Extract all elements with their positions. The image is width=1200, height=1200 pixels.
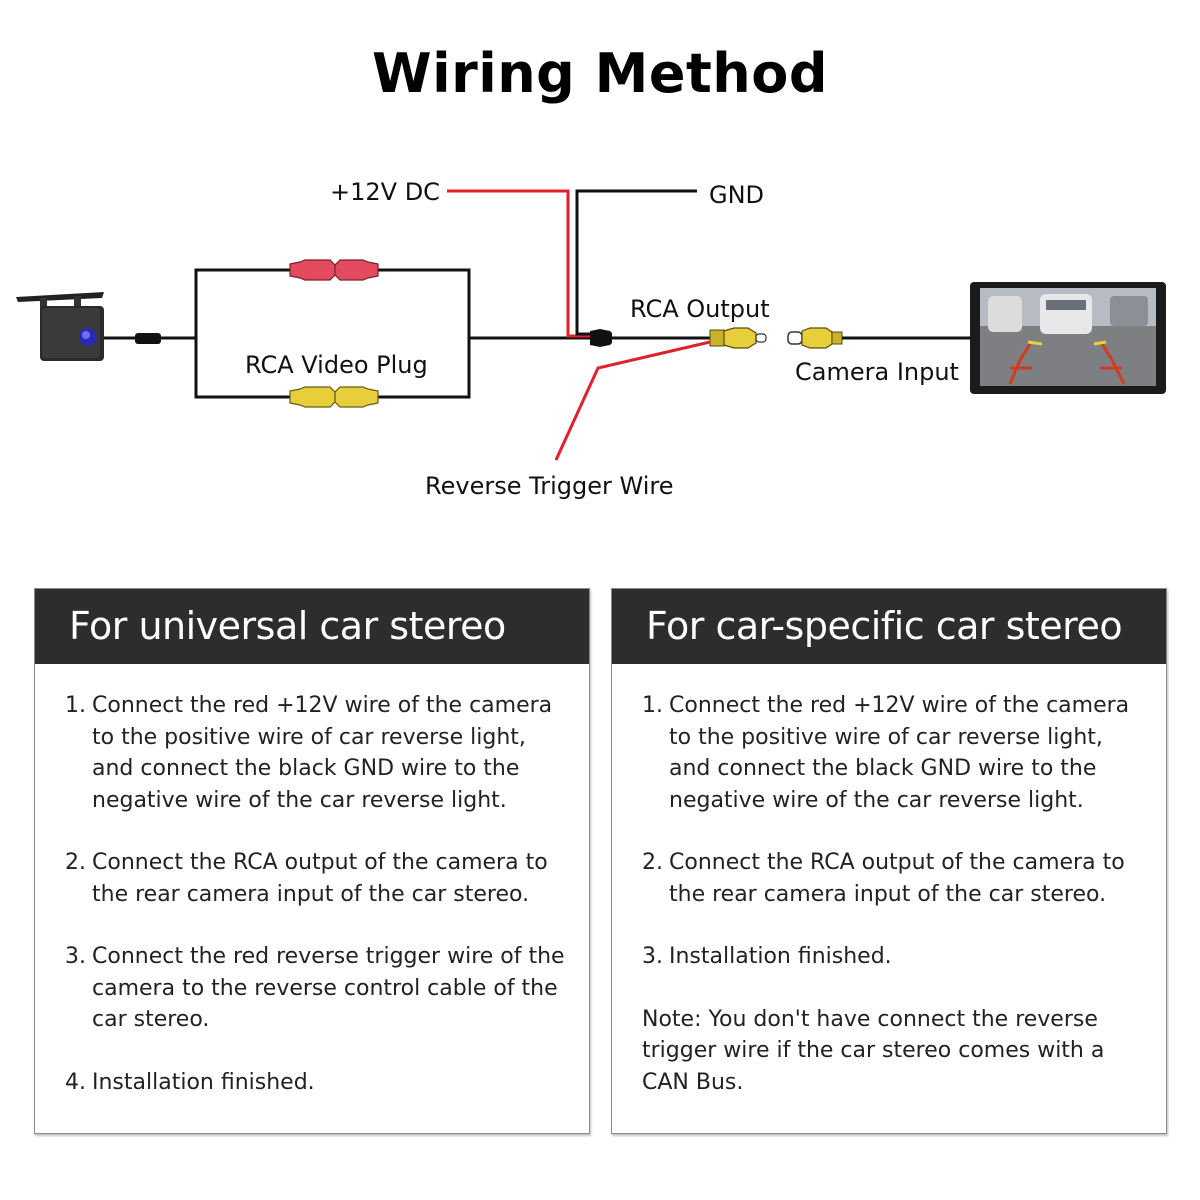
power-wire <box>447 189 590 338</box>
step-item: 3. Installation finished. <box>642 941 1146 973</box>
step-item: 1. Connect the red +12V wire of the came… <box>65 690 569 816</box>
ferrite-core-icon <box>135 333 161 344</box>
rca-output-plug-icon <box>709 327 767 349</box>
step-item: 4. Installation finished. <box>65 1067 569 1099</box>
step-number: 4. <box>65 1069 86 1095</box>
car-stereo-screen-icon <box>970 282 1166 394</box>
ground-label: GND <box>709 181 764 209</box>
camera-input-label: Camera Input <box>795 358 959 386</box>
yellow-rca-plug-icon <box>289 386 379 408</box>
step-text: Installation finished. <box>92 1069 315 1095</box>
step-text: Installation finished. <box>669 944 892 969</box>
car-specific-stereo-panel: For car-specific car stereo 1. Connect t… <box>611 588 1167 1134</box>
rca-output-label: RCA Output <box>630 295 770 323</box>
power-label: +12V DC <box>330 178 440 206</box>
page-title: Wiring Method <box>372 42 828 105</box>
car-specific-stereo-heading: For car-specific car stereo <box>612 589 1166 664</box>
step-text: Connect the RCA output of the camera to … <box>669 850 1125 907</box>
step-text: Connect the red +12V wire of the camera … <box>92 693 553 813</box>
universal-stereo-panel: For universal car stereo 1. Connect the … <box>34 588 590 1134</box>
step-number: 3. <box>642 944 663 969</box>
universal-stereo-heading: For universal car stereo <box>35 589 589 664</box>
reverse-trigger-label: Reverse Trigger Wire <box>425 472 673 500</box>
ground-wire <box>575 189 697 336</box>
rear-camera-icon <box>16 292 104 361</box>
step-item: 2. Connect the RCA output of the camera … <box>642 847 1146 910</box>
reverse-trigger-wire <box>554 340 711 461</box>
power-connector-icon <box>590 329 612 347</box>
can-bus-note: Note: You don't have connect the reverse… <box>642 1006 1105 1095</box>
step-number: 1. <box>65 693 86 718</box>
red-rca-plug-icon <box>289 259 379 281</box>
step-item: 3. Connect the red reverse trigger wire … <box>65 941 569 1036</box>
step-item: 2. Connect the RCA output of the camera … <box>65 847 569 910</box>
step-number: 3. <box>65 944 86 969</box>
rca-box-top-wire <box>194 268 471 338</box>
step-item: 1. Connect the red +12V wire of the came… <box>642 690 1146 816</box>
step-text: Connect the RCA output of the camera to … <box>92 850 548 907</box>
step-number: 2. <box>642 850 663 875</box>
rca-video-plug-label: RCA Video Plug <box>245 351 428 379</box>
step-number: 2. <box>65 850 86 875</box>
camera-input-socket-icon <box>787 327 843 349</box>
step-text: Connect the red +12V wire of the camera … <box>669 693 1130 813</box>
wiring-diagram: RCA Video Plug +12V DC GND RCA Output Re… <box>16 178 1166 500</box>
step-text: Connect the red reverse trigger wire of … <box>92 944 565 1032</box>
step-number: 1. <box>642 693 663 718</box>
